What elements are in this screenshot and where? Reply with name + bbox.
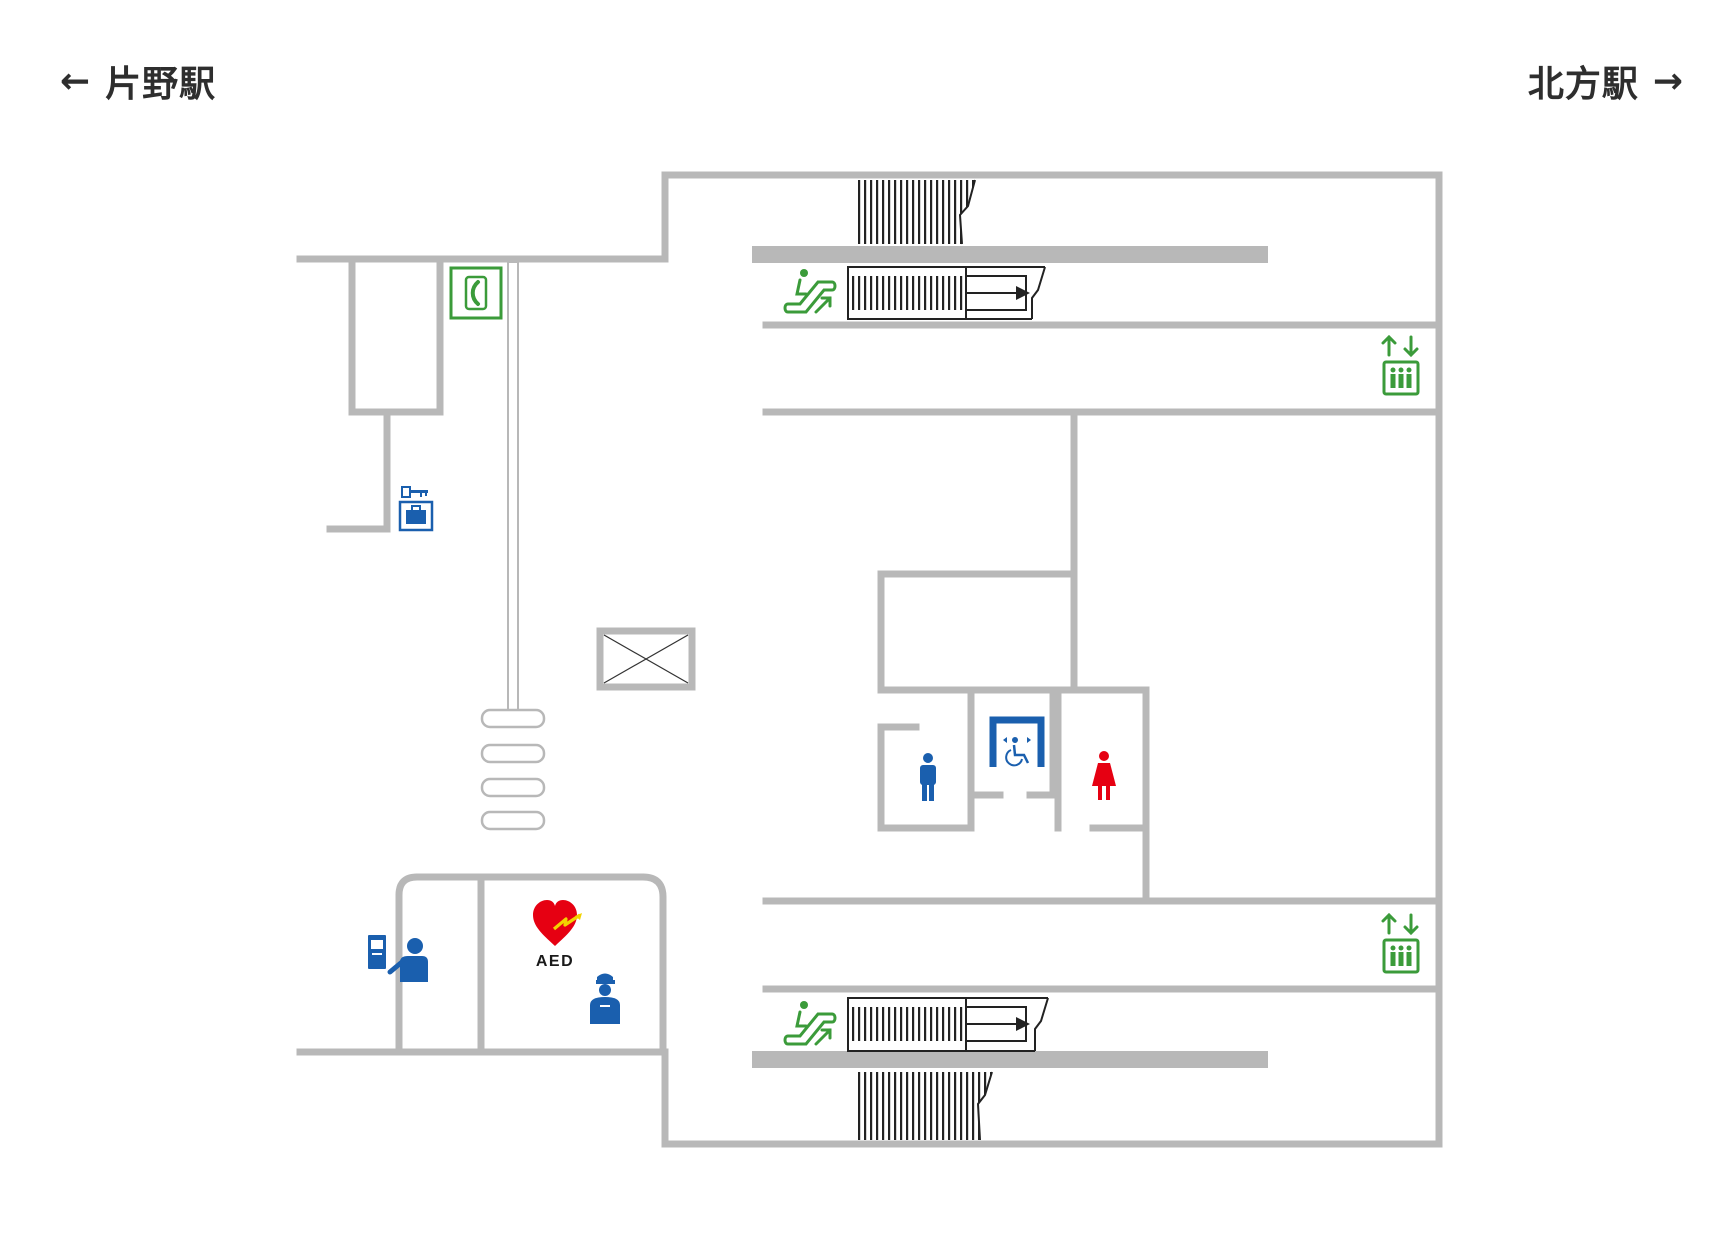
elevator-icon[interactable] (1381, 912, 1420, 974)
escalator-top (847, 266, 1046, 320)
stairs-bottom (855, 1071, 993, 1141)
direction-kitakata[interactable]: 北方駅 → (1528, 55, 1684, 107)
elevator-icon[interactable] (1381, 334, 1420, 396)
right-arrow-icon: → (1652, 60, 1684, 102)
ticket-machine-icon[interactable] (368, 935, 428, 982)
direction-katano[interactable]: ← 片野駅 (60, 55, 216, 107)
tactile-guide-path (480, 261, 546, 831)
women-toilet-icon[interactable] (1092, 751, 1116, 800)
platform-top (752, 246, 1268, 263)
platform-bottom (752, 1051, 1268, 1068)
escalator-icon[interactable] (783, 1001, 837, 1046)
men-toilet-icon[interactable] (920, 753, 936, 801)
coin-locker-icon[interactable] (398, 486, 434, 532)
closed-area (596, 627, 696, 691)
direction-label-katano: 片野駅 (105, 64, 217, 105)
stairs-top (855, 179, 976, 245)
walls (296, 171, 1443, 1148)
aed-label: AED (536, 953, 574, 970)
left-arrow-icon: ← (60, 60, 92, 102)
aed-icon[interactable]: AED (533, 900, 582, 970)
escalator-bottom (847, 997, 1049, 1052)
station-staff-icon[interactable] (590, 973, 620, 1025)
public-telephone-icon[interactable] (449, 266, 503, 320)
wheelchair-toilet-icon[interactable] (989, 716, 1045, 767)
direction-label-kitakata: 北方駅 (1527, 64, 1639, 105)
escalator-icon[interactable] (783, 269, 837, 314)
